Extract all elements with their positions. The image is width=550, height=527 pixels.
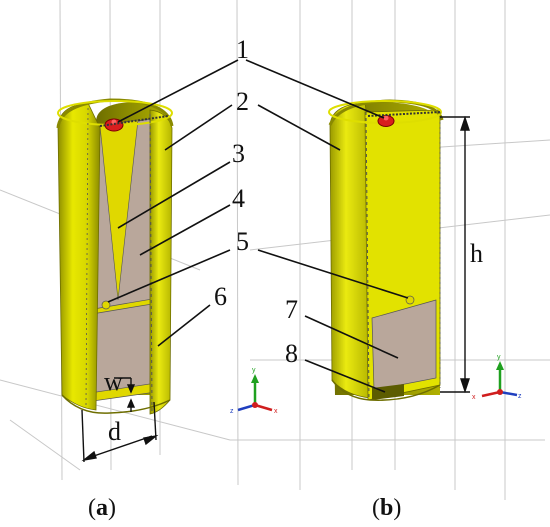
panel-a-top-rim — [56, 98, 174, 129]
panel-b-ground-patch — [371, 299, 437, 391]
callout-8: 8 — [285, 339, 298, 368]
panel-a-via — [101, 300, 111, 310]
callout-5: 5 — [236, 227, 249, 256]
callout-1: 1 — [236, 35, 249, 64]
dimension-w — [114, 377, 136, 412]
axis-b-x-label: x — [472, 394, 476, 401]
panel-a-cylinder-right — [149, 109, 173, 415]
dimension-d — [81, 401, 159, 463]
axis-a-z-label: z — [230, 408, 234, 415]
axis-a-y-label: y — [252, 367, 256, 374]
label-d: d — [108, 417, 121, 446]
axis-a-x-label: x — [274, 408, 278, 415]
callout-7: 7 — [285, 295, 298, 324]
axis-triad-b: y z x — [472, 354, 522, 401]
dimension-h — [440, 115, 470, 394]
axis-b-z-label: z — [518, 393, 522, 400]
panel-a-antenna — [56, 98, 174, 415]
panel-b-antenna — [328, 99, 444, 401]
label-w: w — [104, 367, 123, 396]
panel-a-cylinder-shell — [57, 102, 101, 411]
callout-2: 2 — [236, 87, 249, 116]
panel-b-slot — [372, 384, 404, 400]
axis-b-y-label: y — [497, 354, 501, 361]
callout-4: 4 — [232, 184, 245, 213]
label-h: h — [470, 239, 483, 268]
caption-b: (b) — [372, 495, 401, 521]
caption-a: (a) — [88, 495, 116, 521]
leader-lines — [107, 59, 409, 393]
callout-3: 3 — [232, 139, 245, 168]
axis-triad-a: y x z — [230, 367, 278, 415]
callout-6: 6 — [214, 282, 227, 311]
